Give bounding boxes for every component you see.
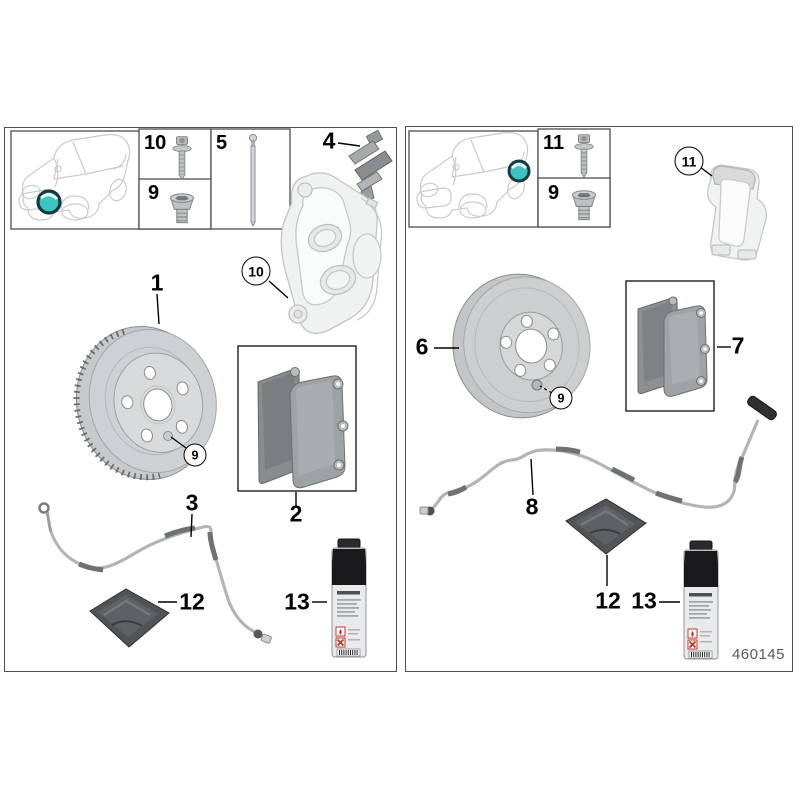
callout-3-label: 3 (185, 489, 199, 516)
callout-2-label: 2 (289, 500, 303, 527)
callout-13-label: 13 (284, 588, 310, 615)
rear-brake-panel: 11 9 11 6 9 7 8 12 13 460145 (405, 126, 793, 672)
brake-cleaner-can-icon (331, 538, 367, 658)
callout-5-label: 5 (216, 132, 228, 154)
brake-pads-icon (257, 367, 349, 489)
callout-8-label: 8 (525, 493, 539, 520)
carrier-leader-line (699, 166, 713, 177)
plug-screw-icon (169, 193, 195, 224)
callout-12-label: 12 (595, 587, 621, 614)
callout-10-circled: 10 (241, 256, 271, 286)
front-brake-disc-icon (73, 325, 217, 481)
sensor-leader-line (530, 458, 534, 496)
callout-9-circled: 9 (183, 443, 207, 467)
fastener-box (537, 128, 611, 228)
rear-brake-artwork (408, 128, 777, 660)
plug-screw-icon (571, 190, 597, 221)
front-wheel-highlight (36, 189, 62, 215)
rear-wheel-highlight (507, 159, 531, 183)
torx-bolt-icon (574, 134, 594, 178)
brake-pads-icon (637, 296, 710, 397)
wear-sensor-icon (419, 395, 777, 516)
callout-11-circled: 11 (674, 146, 704, 176)
callout-13-label: 13 (631, 587, 657, 614)
callout-9-label: 9 (148, 182, 160, 204)
callout-11-label: 11 (543, 132, 565, 154)
callout-7-label: 7 (731, 332, 745, 359)
disc-leader-line (156, 293, 160, 325)
brake-pads-box (237, 345, 357, 492)
brake-paste-packet-icon (89, 588, 170, 648)
car-locator-box (10, 130, 142, 230)
callout-4-label: 4 (322, 127, 336, 154)
callout-9-circled: 9 (549, 386, 573, 410)
callout-12-label: 12 (179, 588, 205, 615)
front-brake-artwork (10, 128, 393, 658)
brake-pads-box (625, 280, 715, 412)
torx-bolt-icon (172, 136, 192, 180)
guide-pin-icon (248, 133, 258, 228)
callout-1-label: 1 (150, 269, 164, 296)
hub-screw-leader-line (170, 436, 187, 449)
callout-9-label: 9 (548, 182, 560, 204)
caliper-leader-line (268, 280, 289, 299)
hub-plug-screw (531, 379, 543, 391)
callout-10-label: 10 (144, 132, 167, 154)
callout-6-label: 6 (415, 333, 429, 360)
brake-cleaner-can-icon (683, 540, 719, 660)
sensor-leader-line (190, 513, 193, 538)
rear-brake-disc-icon (452, 273, 591, 419)
diagram-number: 460145 (731, 646, 785, 663)
fastener-box (138, 128, 291, 230)
front-brake-panel: 10 9 5 4 1 10 9 2 3 12 13 (4, 127, 397, 672)
caliper-carrier-icon (707, 164, 767, 261)
brake-caliper-icon (280, 172, 383, 334)
hub-screw-hole (163, 431, 173, 441)
car-locator-box (408, 130, 539, 228)
brake-paste-packet-icon (565, 498, 647, 555)
wear-sensor-icon (38, 502, 272, 644)
